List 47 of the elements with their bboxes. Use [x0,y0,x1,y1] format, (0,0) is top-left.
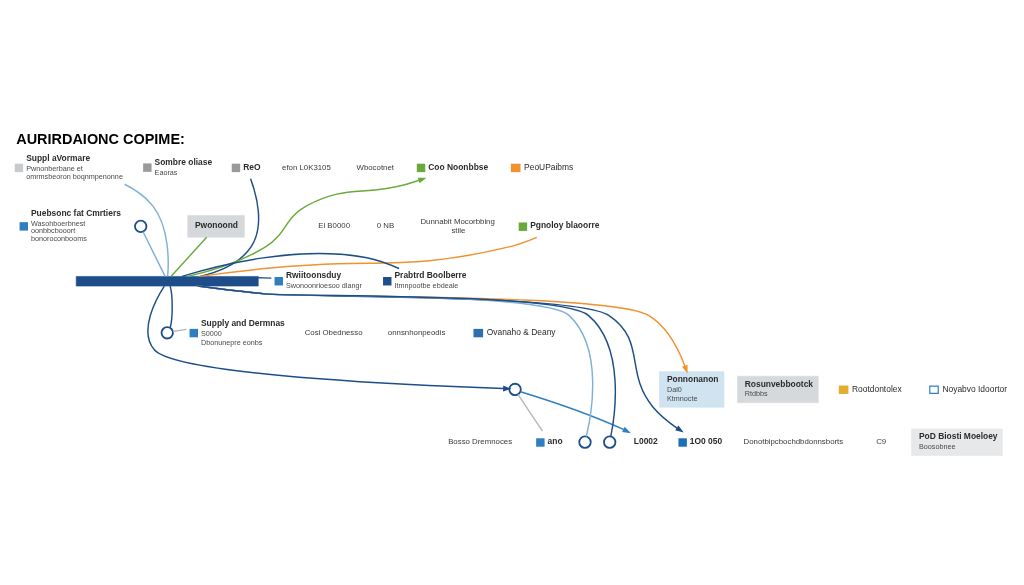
node-circle [160,325,174,339]
node-text: L0002 [633,435,658,446]
legend-label: PeoUPaibms [523,161,573,172]
node-box [231,163,240,172]
connector [123,183,169,277]
node-label: Puebsonc fat Cmrtiers [30,207,121,218]
diagram-title: AURIRDAIONC COPIME: [15,130,185,147]
connector [141,230,166,277]
legend-label: Noyabvo Idoortor [941,383,1007,394]
connector [168,284,173,328]
legend-label: Rootdontolex [851,383,902,394]
node-label: Pgnoloy blaoorre [529,219,599,230]
node-box [19,221,28,231]
arrow [519,390,631,433]
node-bar [75,275,259,286]
node-label: ano [547,435,563,446]
node-box [416,163,425,172]
node-box [518,221,527,231]
connector [180,252,400,277]
node-box [535,437,545,447]
node-label: Prabtrd Boolberre [394,269,467,280]
connector [516,393,543,432]
connector [169,236,207,277]
node-box: Pwonoond [186,214,245,238]
node-circle [133,219,147,233]
node-label: Rwiitoonsduy [285,269,341,280]
node-label: Suppl aVormare [25,152,90,163]
arrow [196,284,684,432]
node-circle [507,382,522,396]
node-label: Sombre oliase [154,156,212,167]
node-label: Supply and Dermnas [200,317,285,328]
node-box [677,437,687,447]
connector [171,328,187,332]
node-label: 1O0 050 [689,435,722,446]
arrow [146,284,511,391]
node-box [189,328,198,337]
node-label: Coo Noonbbse [427,161,488,172]
node-circle [577,435,592,449]
connector [257,276,272,279]
connector [198,236,537,277]
node-label: ReO [242,161,261,172]
node-box [382,276,391,285]
node-box [274,276,283,285]
legend-label: Ovanaho & Deany [486,326,556,337]
node-circle [602,435,616,449]
node-box [14,163,23,172]
node-box [142,162,152,172]
